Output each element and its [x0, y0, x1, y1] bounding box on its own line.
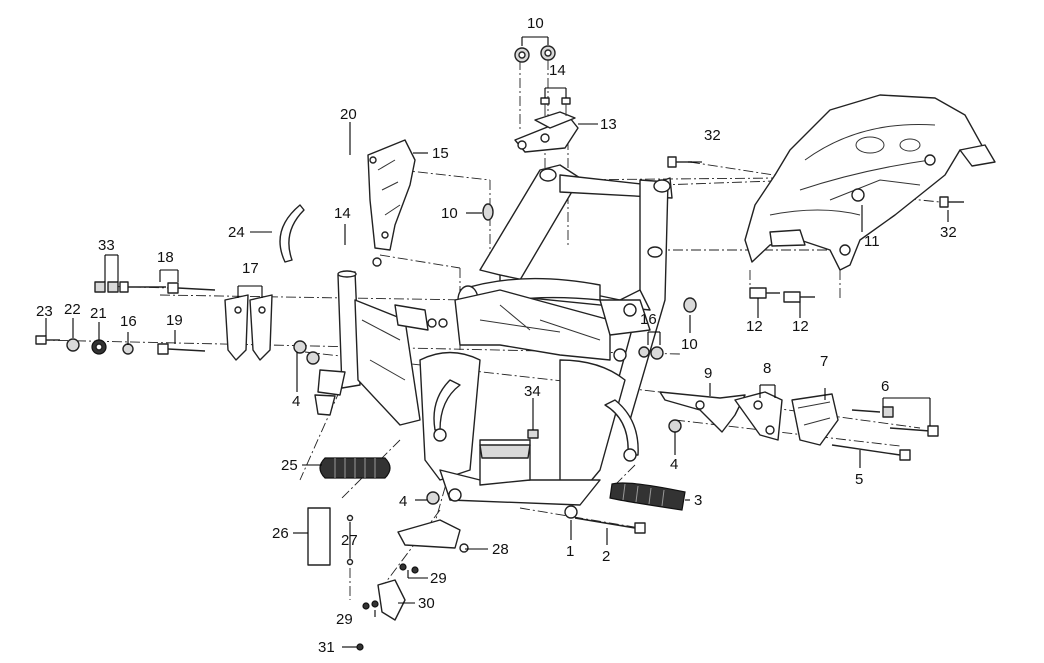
callout-10-mid: 10 — [441, 205, 458, 222]
main-frame — [419, 164, 673, 519]
callout-4-lower: 4 — [399, 493, 407, 510]
callout-4-left: 4 — [292, 393, 300, 410]
callout-19: 19 — [166, 312, 183, 329]
callout-29-a: 29 — [430, 570, 447, 587]
callout-16-left: 16 — [120, 313, 137, 330]
callout-22: 22 — [64, 301, 81, 318]
bolt-2 — [574, 517, 646, 534]
bracket-28 — [397, 519, 469, 553]
callout-4-right: 4 — [670, 456, 678, 473]
nut-4-lower — [426, 491, 440, 505]
screws-27 — [346, 514, 354, 566]
bracket-17 — [224, 294, 273, 361]
callout-27: 27 — [341, 532, 358, 549]
washers-10-top — [514, 45, 556, 63]
callout-18: 18 — [157, 249, 174, 266]
bracket-8 — [734, 391, 783, 441]
callout-12-b: 12 — [792, 318, 809, 335]
callout-1: 1 — [566, 543, 574, 560]
callout-16-right: 16 — [640, 311, 657, 328]
callout-7: 7 — [820, 353, 828, 370]
callout-32-right: 32 — [940, 224, 957, 241]
callout-leaders — [45, 36, 949, 648]
bolt-stack-33-18 — [94, 281, 216, 294]
callout-24: 24 — [228, 224, 245, 241]
callout-17: 17 — [242, 260, 259, 277]
callout-labels: 1 2 3 4 4 4 5 6 7 8 9 10 10 10 11 12 12 … — [36, 15, 957, 656]
rear-fender-11 — [744, 94, 996, 271]
callout-3: 3 — [694, 492, 702, 509]
callout-14-top: 14 — [549, 62, 566, 79]
nuts-4-left — [293, 340, 320, 365]
bracket-9 — [659, 391, 746, 433]
callout-26: 26 — [272, 525, 289, 542]
callout-8: 8 — [763, 360, 771, 377]
callout-12-a: 12 — [746, 318, 763, 335]
head-tube-assembly — [314, 270, 448, 426]
footpeg-3 — [609, 482, 686, 511]
bracket-13 — [514, 111, 579, 153]
washer-10-right — [683, 297, 697, 313]
washer-10-mid — [482, 203, 494, 221]
callout-2: 2 — [602, 548, 610, 565]
callout-13: 13 — [600, 116, 617, 133]
callout-15: 15 — [432, 145, 449, 162]
bolts-5-6 — [831, 406, 939, 461]
bolts-12 — [749, 287, 815, 303]
clip-24 — [279, 204, 305, 263]
callout-23: 23 — [36, 303, 53, 320]
callout-29-b: 29 — [336, 611, 353, 628]
callout-14-mid: 14 — [334, 205, 351, 222]
bracket-7 — [791, 393, 839, 446]
callout-33: 33 — [98, 237, 115, 254]
screws-29 — [362, 563, 419, 610]
callout-10-right: 10 — [681, 336, 698, 353]
plate-26 — [307, 507, 331, 566]
callout-11: 11 — [864, 233, 880, 250]
callout-34: 34 — [524, 383, 541, 400]
bolt-34 — [527, 429, 539, 439]
callout-31: 31 — [318, 639, 335, 656]
callout-9: 9 — [704, 365, 712, 382]
nut-16-right — [638, 346, 664, 360]
footpeg-25 — [319, 457, 391, 479]
callout-21: 21 — [90, 305, 107, 322]
bracket-plate-15 — [367, 139, 416, 267]
callout-5: 5 — [855, 471, 863, 488]
callout-32-left: 32 — [704, 127, 721, 144]
callout-30: 30 — [418, 595, 435, 612]
screw-31 — [356, 643, 364, 651]
bracket-30 — [377, 579, 406, 621]
bolts-32 — [667, 156, 964, 208]
bolt-stack-23-16 — [35, 335, 206, 355]
callout-10-top: 10 — [527, 15, 544, 32]
callout-28: 28 — [492, 541, 509, 558]
nut-4-right — [668, 419, 682, 433]
bolts-14-top — [540, 97, 571, 116]
callout-25: 25 — [281, 457, 298, 474]
callout-20: 20 — [340, 106, 357, 123]
callout-6: 6 — [881, 378, 889, 395]
